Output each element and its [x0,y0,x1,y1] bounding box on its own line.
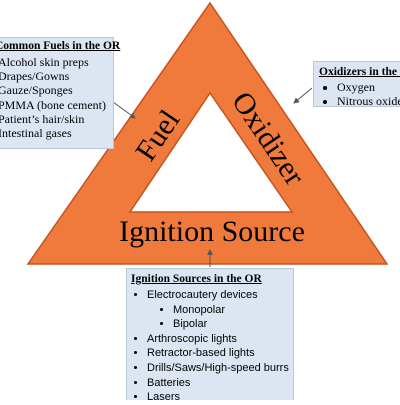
list-item: Drills/Saws/High-speed burrs [147,361,293,376]
list-item: Lasers [147,390,293,405]
common-fuels-list: Alcohol skin preps Drapes/Gowns Gauze/Sp… [0,55,113,140]
list-item: Oxygen [337,80,400,94]
ignition-sources-box: Ignition Sources in the OR Electrocauter… [126,268,294,403]
list-item: PMMA (bone cement) [0,97,106,112]
list-item: Patient’s hair/skin [0,111,85,126]
list-item: Gauze/Sponges [0,83,73,98]
list-item: Alcohol skin preps [0,55,89,69]
fuel-arrow [112,101,136,119]
list-item: Arthroscopic lights [147,332,293,347]
list-item: Electrocautery devices Monopolar Bipolar [147,288,293,332]
ignition-source-label: Ignition Source [119,215,305,248]
list-item: Nitrous oxide [337,94,400,108]
sub-list-item: Bipolar [173,317,293,332]
list-item-label: Electrocautery devices [147,289,258,301]
sub-list-item: Monopolar [173,303,293,318]
oxidizer-arrow [293,87,313,104]
oxidizers-title: Oxidizers in the OR [319,66,400,78]
list-item: Drapes/Gowns [0,69,70,84]
fire-triangle [26,1,389,265]
ignition-sources-title: Ignition Sources in the OR [131,273,262,285]
oxidizers-box: Oxidizers in the OR Oxygen Nitrous oxide [313,61,400,108]
list-item: Retractor-based lights [147,346,293,361]
common-fuels-title: Common Fuels in the OR [0,40,121,52]
electrocautery-sublist: Monopolar Bipolar [147,303,293,332]
list-item: Intestinal gases [0,126,72,141]
list-item: Batteries [147,376,293,391]
ignition-sources-list: Electrocautery devices Monopolar Bipolar… [131,288,293,405]
oxidizers-list: Oxygen Nitrous oxide [319,80,400,108]
common-fuels-box: Common Fuels in the OR Alcohol skin prep… [0,37,121,149]
